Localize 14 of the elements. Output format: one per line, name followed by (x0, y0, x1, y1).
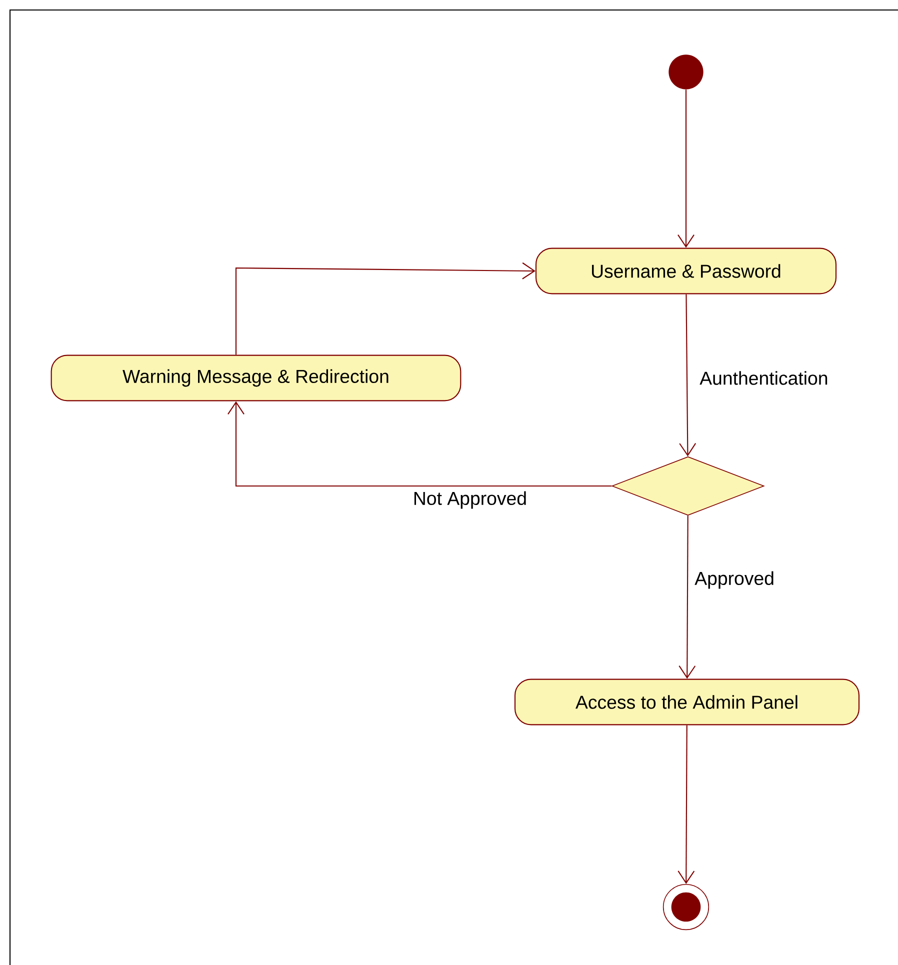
action-box: Access to the Admin Panel (514, 678, 860, 726)
edge-label: Not Approved (412, 490, 528, 510)
start-circle (668, 54, 704, 90)
edge-label: Aunthentication (698, 370, 830, 386)
arrow (678, 725, 695, 884)
action-box: Warning Message & Redirection (50, 354, 462, 402)
edge-label: Approved (693, 570, 776, 590)
end-circle (662, 884, 710, 930)
arrow (679, 294, 696, 456)
arrow (678, 90, 694, 248)
arrow (235, 262, 536, 355)
action-box: Username & Password (535, 248, 837, 294)
arrow (678, 516, 696, 679)
arrow (228, 401, 612, 487)
